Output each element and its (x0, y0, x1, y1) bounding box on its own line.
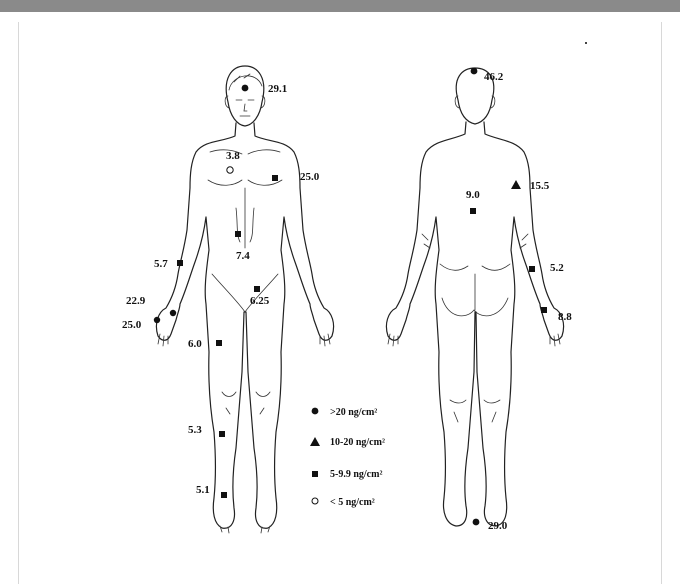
marker-left-shoulder (272, 175, 278, 181)
marker-right-wrist (170, 310, 176, 316)
label-right-palm: 25.0 (122, 319, 142, 331)
label-head-top: 46.2 (484, 71, 504, 83)
marker-right-thigh (216, 340, 222, 346)
back-body-outline (386, 68, 563, 526)
label-right-foot: 5.1 (196, 484, 210, 496)
label-left-shoulder: 25.0 (300, 171, 320, 183)
marker-head-top (471, 68, 478, 75)
legend-label-low: 5-9.9 ng/cm² (330, 469, 382, 480)
legend-marker-circle (312, 408, 319, 415)
marker-abdomen (235, 231, 241, 237)
marker-forehead (242, 85, 249, 92)
marker-groin (254, 286, 260, 292)
top-band (0, 0, 680, 12)
label-chest-center: 3.8 (226, 150, 240, 162)
label-left-upper-arm: 15.5 (530, 180, 550, 192)
marker-right-palm (154, 317, 160, 323)
label-right-shin: 5.3 (188, 424, 202, 436)
figure-page: 29.1 3.8 25.0 7.4 5.7 6.25 22.9 25.0 6.0… (0, 12, 680, 584)
marker-right-foot (221, 492, 227, 498)
marker-upper-back (470, 208, 476, 214)
label-right-wrist: 22.9 (126, 295, 146, 307)
label-upper-back: 9.0 (466, 189, 480, 201)
legend-marker-square (312, 471, 318, 477)
marker-left-forearm (529, 266, 535, 272)
legend-marker-triangle (310, 437, 320, 446)
legend: >20 ng/cm² 10-20 ng/cm² 5-9.9 ng/cm² < 5… (310, 407, 385, 508)
legend-marker-open-circle (312, 498, 318, 504)
legend-label-lowest: < 5 ng/cm² (330, 497, 375, 508)
label-heel: 29.0 (488, 520, 508, 532)
front-body-outline (156, 66, 333, 533)
marker-left-upper-arm (511, 180, 521, 189)
label-right-forearm: 5.7 (154, 258, 168, 270)
legend-label-high: >20 ng/cm² (330, 407, 377, 418)
stray-mark (585, 42, 587, 44)
label-right-thigh: 6.0 (188, 338, 202, 350)
label-left-forearm: 5.2 (550, 262, 564, 274)
label-groin: 6.25 (250, 295, 270, 307)
label-left-hand: 8.8 (558, 311, 572, 323)
marker-right-shin (219, 431, 225, 437)
marker-right-forearm (177, 260, 183, 266)
label-forehead: 29.1 (268, 83, 287, 95)
marker-left-hand (541, 307, 547, 313)
body-map-diagram: 29.1 3.8 25.0 7.4 5.7 6.25 22.9 25.0 6.0… (0, 12, 680, 584)
marker-heel (473, 519, 480, 526)
legend-label-mid: 10-20 ng/cm² (330, 437, 385, 448)
label-abdomen: 7.4 (236, 250, 250, 262)
marker-chest-center (227, 167, 233, 173)
